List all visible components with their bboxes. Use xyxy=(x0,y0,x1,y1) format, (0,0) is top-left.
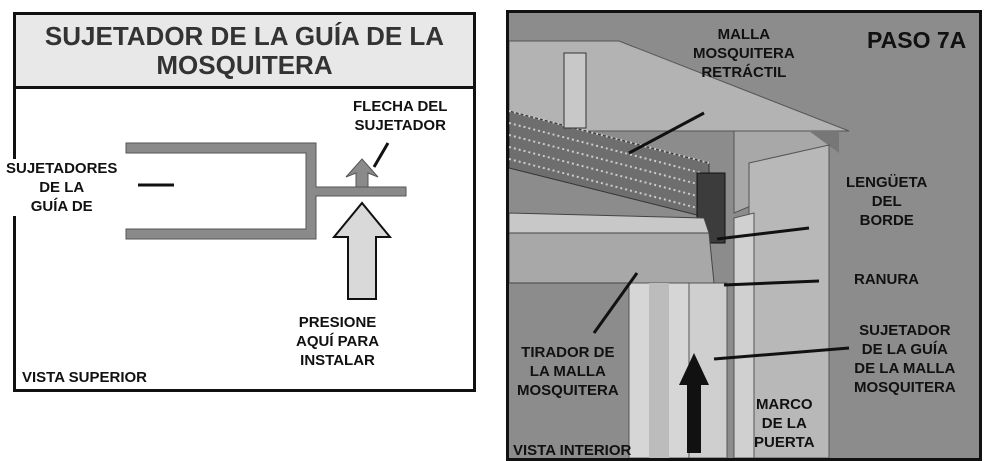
panel-title-line-1: SUJETADOR DE LA GUÍA DE LA xyxy=(44,21,445,51)
panel-header: SUJETADOR DE LA GUÍA DE LA MOSQUITERA xyxy=(16,15,473,89)
door-frame-drawing xyxy=(509,13,979,458)
panel-title-line-2: MOSQUITERA xyxy=(156,50,333,80)
leader-tab xyxy=(716,226,810,241)
clip-profile-drawing xyxy=(125,142,407,300)
leader-pull xyxy=(592,272,639,334)
leader-screen xyxy=(628,111,705,155)
press-arrow xyxy=(331,201,393,300)
view-label: VISTA SUPERIOR xyxy=(22,369,148,386)
view-label: VISTA INTERIOR xyxy=(513,442,632,459)
leader-slot xyxy=(723,279,820,287)
leader-arrow xyxy=(372,142,390,168)
frame-right-inner xyxy=(733,212,755,458)
frame-right-top xyxy=(809,131,839,153)
clip-arrow xyxy=(345,158,379,188)
frame-header-top xyxy=(509,40,850,132)
clip-profile xyxy=(125,142,407,240)
up-arrow xyxy=(679,353,709,453)
top-view-panel: SUJETADOR DE LA GUÍA DE LA MOSQUITERA FL… xyxy=(3,12,476,392)
leader-clip xyxy=(713,346,850,361)
pull-bar xyxy=(509,232,715,284)
step-label: PASO 7A xyxy=(867,27,967,53)
top-clip xyxy=(563,52,587,129)
slot-label: RANURA xyxy=(854,271,919,288)
